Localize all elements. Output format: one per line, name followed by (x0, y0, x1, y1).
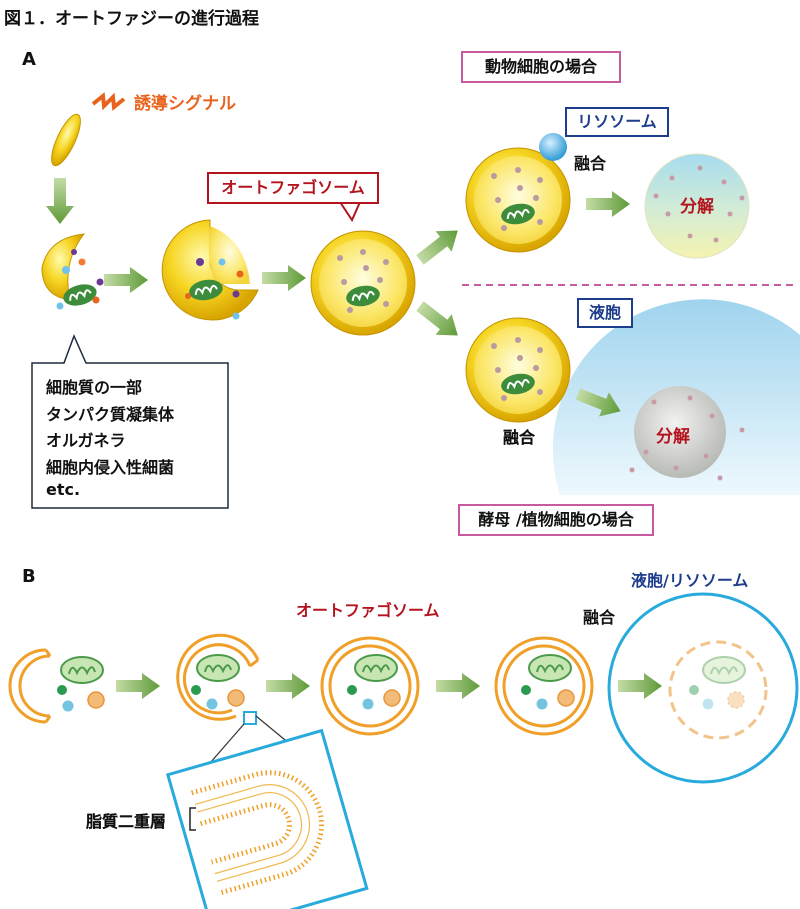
panel-b-letter: B (22, 566, 36, 587)
animal-cell-case-label: 動物細胞の場合 (461, 51, 621, 83)
autolysosome-top (644, 153, 750, 259)
isolation-membrane-stage1 (8, 648, 105, 724)
autophagosome-b (320, 636, 420, 736)
autophagosome-label-b: オートファゴソーム (296, 601, 440, 620)
panel-a-letter: A (22, 49, 36, 70)
cargo-item: 細胞内侵入性細菌 (46, 458, 175, 477)
arrow-down-icon (46, 178, 74, 224)
vacuole-lysosome-b (607, 592, 799, 784)
arrow-right-icon (262, 265, 306, 291)
arrow-up-right-icon (416, 230, 458, 265)
arrow-right-icon (266, 673, 310, 699)
autophagosome-callout-overlay: オートファゴソーム (207, 172, 379, 204)
isolation-membrane-stage2 (176, 633, 260, 725)
autophagosome-fusing (494, 636, 594, 736)
vacuole-label-overlay: 液胞 (577, 298, 633, 328)
phagophore-stage1 (41, 233, 104, 311)
cargo-item: etc. (46, 480, 81, 499)
fusion-label-b: 融合 (583, 608, 616, 627)
lipid-bilayer-label-overlay: 脂質二重層 (86, 812, 167, 831)
degradation-label-top-overlay: 分解 (680, 197, 714, 217)
autophagosome-sphere (310, 230, 416, 336)
autophagic-body (629, 386, 745, 481)
arrow-down-right-icon (416, 301, 458, 336)
figure-title: 図１．オートファジーの進行過程 (4, 9, 259, 29)
arrow-right-icon (618, 673, 662, 699)
fusion-label-bottom-overlay: 融合 (503, 428, 536, 447)
phagophore-stage2 (161, 219, 259, 321)
cargo-item: 細胞質の一部 (46, 378, 143, 397)
lipid-bilayer-zoom (165, 728, 369, 909)
vacuole-lysosome-label-b: 液胞/リソソーム (631, 571, 749, 590)
arrow-right-icon (116, 673, 160, 699)
arrow-right-icon (436, 673, 480, 699)
cargo-item: タンパク質凝集体 (46, 405, 175, 424)
yeast-plant-case-label: 酵母 /植物細胞の場合 (458, 504, 654, 536)
fusion-label-bottom: 融合 (503, 428, 536, 447)
degradation-label-bottom-overlay: 分解 (656, 427, 690, 447)
lipid-bilayer-label: 脂質二重層 (86, 812, 167, 831)
cargo-item: オルガネラ (46, 431, 126, 450)
arrow-right-icon (586, 191, 630, 217)
arrow-right-icon (104, 267, 148, 293)
autophagosome-bottom (465, 317, 571, 423)
cargo-callout (31, 334, 229, 509)
induction-signal-label: 誘導シグナル (134, 94, 236, 114)
lysosome-ball (539, 133, 567, 161)
phagophore-precursor (51, 113, 81, 167)
arrow-down-right-icon (575, 388, 621, 417)
autophagosome-top (465, 147, 571, 253)
fusion-label-top: 融合 (574, 154, 607, 173)
lightning-icon (91, 92, 126, 111)
lysosome-label: リソソーム (565, 107, 669, 137)
